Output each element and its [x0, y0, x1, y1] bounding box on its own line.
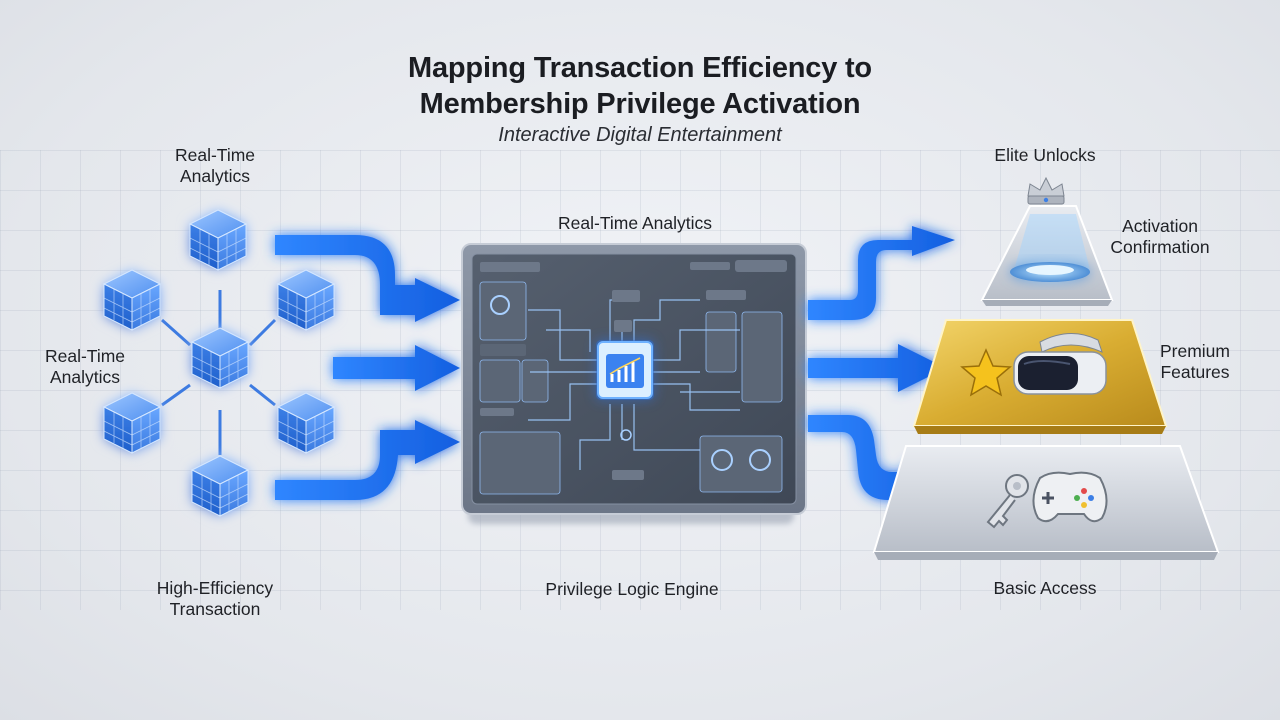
- label-line: High-Efficiency: [156, 578, 274, 598]
- label-line: Transaction: [169, 599, 261, 619]
- vr-headset-icon: [1013, 333, 1107, 395]
- arrow-icon: [808, 226, 955, 320]
- label-center-analytics: Real-Time Analytics: [558, 213, 712, 233]
- blockchain-cube-icon: [103, 392, 161, 454]
- input-arrows: [275, 235, 460, 500]
- arrow-icon: [275, 420, 460, 500]
- label-line: Real-Time: [174, 145, 256, 165]
- network-links: [161, 290, 277, 455]
- gamepad-icon: [1032, 471, 1108, 523]
- label-privilege-logic-engine: Privilege Logic Engine: [545, 579, 719, 599]
- label-line: Analytics: [179, 166, 251, 186]
- blockchain-cube-icon: [191, 455, 249, 517]
- star-icon: [960, 348, 1012, 397]
- blockchain-cube-icon: [277, 392, 335, 454]
- blockchain-cube-icon: [103, 269, 161, 331]
- label-line: Analytics: [49, 367, 121, 387]
- label-elite-unlocks: Elite Unlocks: [994, 145, 1096, 165]
- label-premium-features: Premium Features: [1140, 341, 1250, 383]
- label-activation-confirmation: Activation Confirmation: [1090, 216, 1230, 258]
- blockchain-cube-icon: [277, 269, 335, 331]
- privilege-pyramid: [872, 176, 1220, 560]
- crown-icon: [1027, 176, 1065, 205]
- label-line: Real-Time: [44, 346, 126, 366]
- label-line: Activation: [1122, 216, 1198, 236]
- privilege-logic-engine-panel: [461, 243, 807, 524]
- arrow-icon: [808, 344, 946, 392]
- title-line-1: Mapping Transaction Efficiency to: [408, 52, 872, 84]
- label-line: Premium: [1159, 341, 1230, 361]
- label-high-efficiency-transaction: High-Efficiency Transaction: [120, 578, 310, 620]
- label-top-analytics: Real-Time Analytics: [130, 145, 300, 187]
- arrow-icon: [275, 235, 460, 322]
- subtitle: Interactive Digital Entertainment: [498, 124, 782, 146]
- blockchain-cube-icon: [191, 327, 249, 389]
- key-icon: [986, 474, 1029, 529]
- title-line-2: Membership Privilege Activation: [419, 88, 861, 120]
- label-mid-analytics: Real-Time Analytics: [0, 346, 170, 388]
- label-basic-access: Basic Access: [993, 578, 1097, 598]
- label-line: Features: [1160, 362, 1230, 382]
- arrow-icon: [333, 345, 460, 391]
- label-line: Confirmation: [1110, 237, 1210, 257]
- blockchain-cube-icon: [189, 209, 247, 271]
